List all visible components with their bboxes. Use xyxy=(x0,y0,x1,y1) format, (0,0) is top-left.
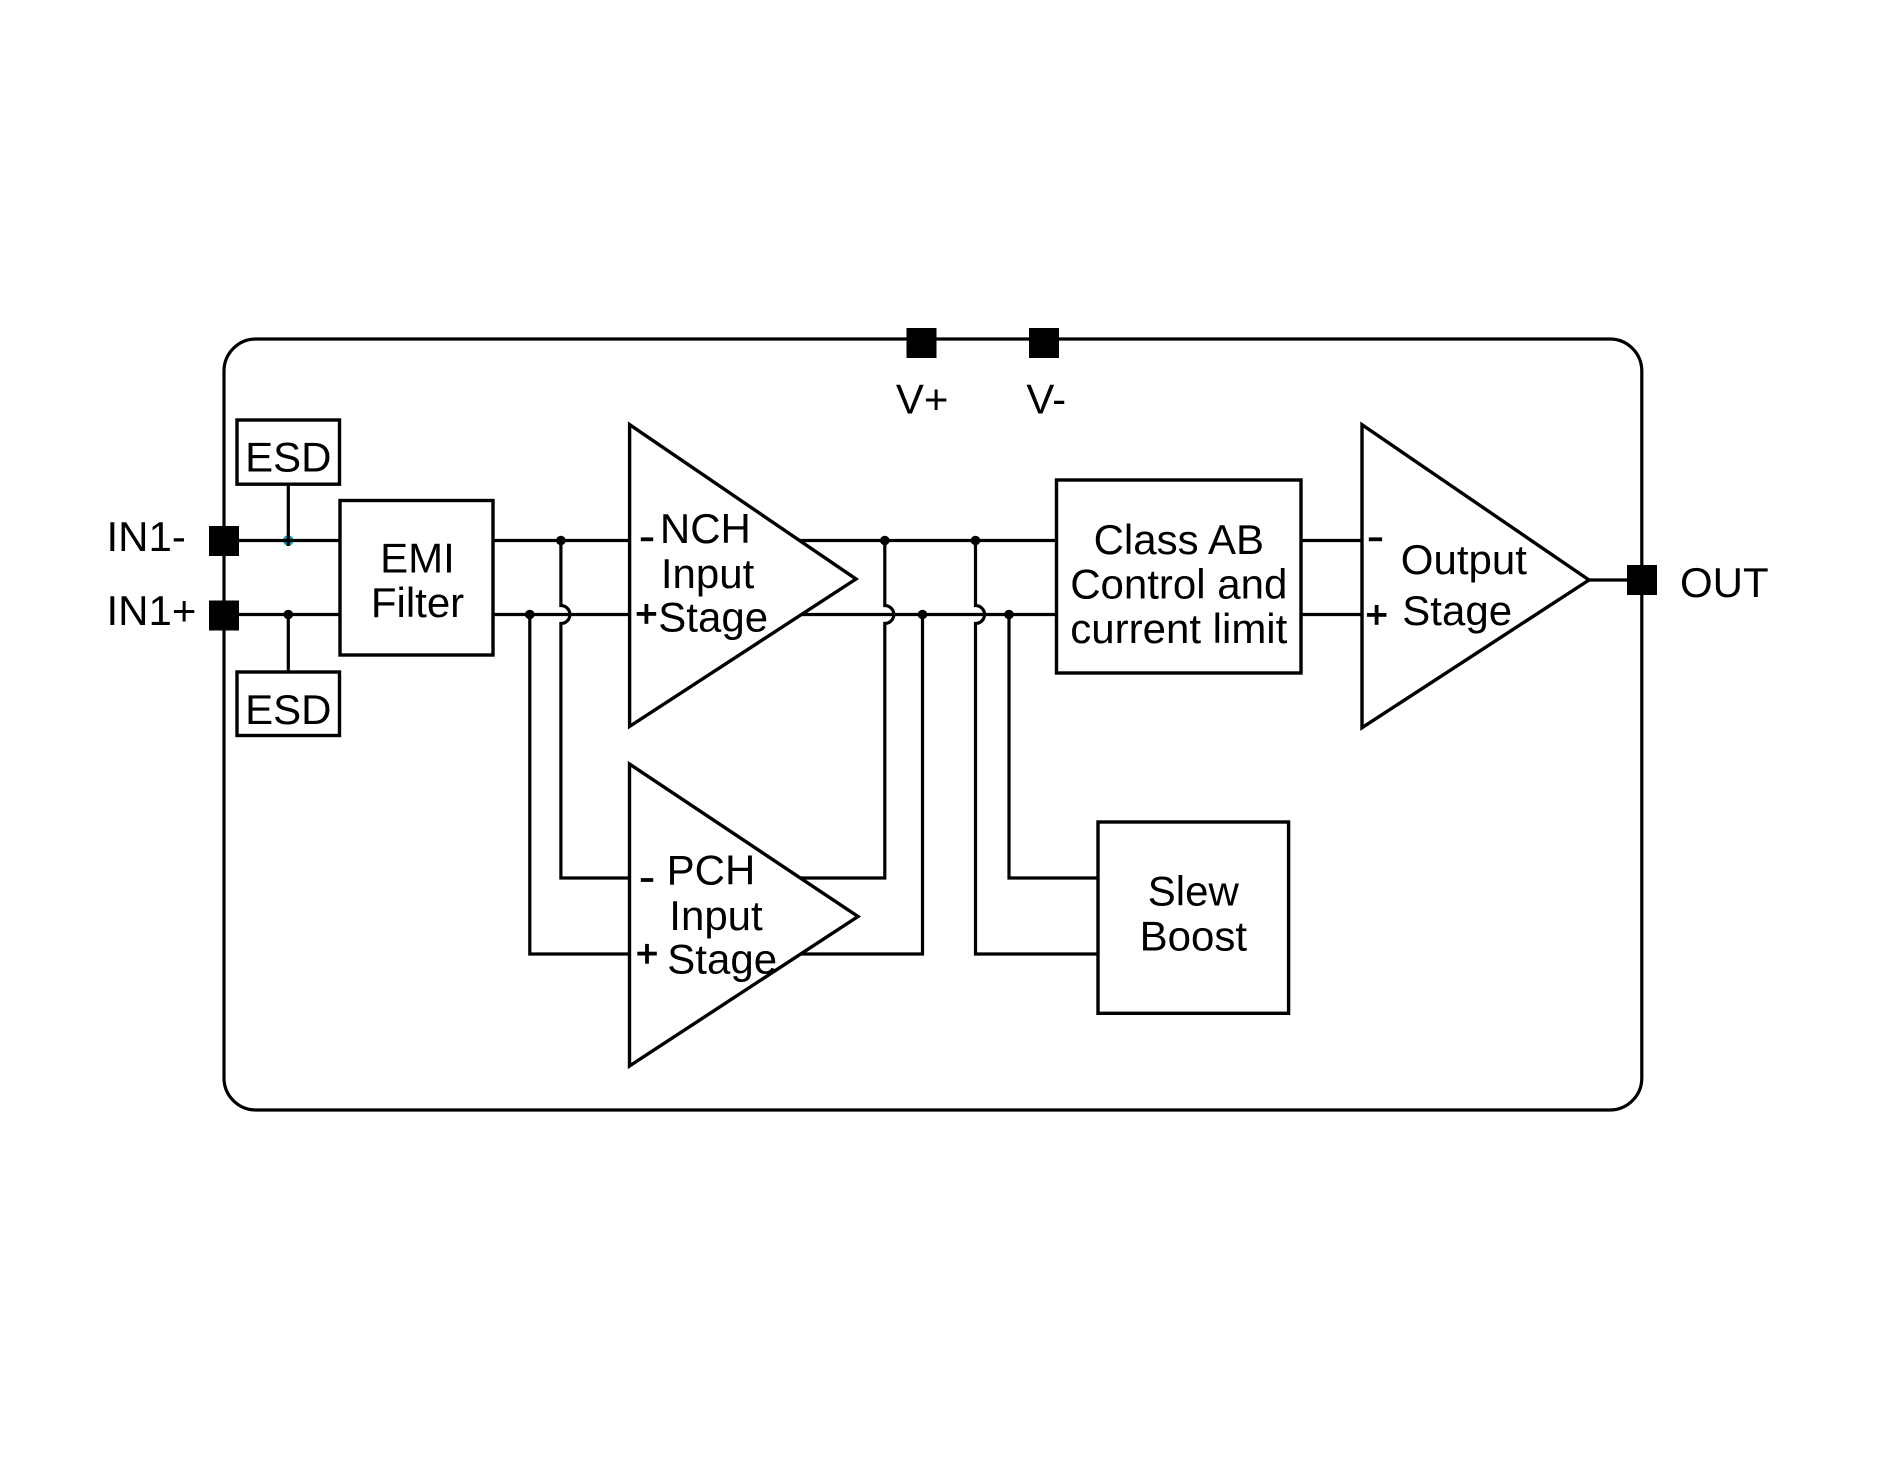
svg-text:Slew: Slew xyxy=(1148,868,1240,915)
svg-text:ESD: ESD xyxy=(245,433,331,480)
svg-text:Control and: Control and xyxy=(1070,561,1287,608)
svg-text:Input: Input xyxy=(661,550,755,597)
svg-text:Input: Input xyxy=(669,892,763,939)
svg-text:PCH: PCH xyxy=(667,846,756,893)
svg-text:Output: Output xyxy=(1401,536,1527,583)
svg-text:OUT: OUT xyxy=(1680,559,1769,606)
svg-text:current limit: current limit xyxy=(1070,605,1287,652)
svg-text:Stage: Stage xyxy=(667,936,777,983)
svg-text:ESD: ESD xyxy=(245,686,331,733)
svg-text:Stage: Stage xyxy=(1402,587,1512,634)
svg-text:IN1+: IN1+ xyxy=(107,587,197,634)
svg-text:IN1-: IN1- xyxy=(107,513,186,560)
svg-text:NCH: NCH xyxy=(660,505,751,552)
svg-text:V+: V+ xyxy=(896,376,949,423)
svg-text:EMI: EMI xyxy=(380,534,455,581)
svg-text:Class AB: Class AB xyxy=(1094,516,1264,563)
svg-text:Stage: Stage xyxy=(658,594,768,641)
svg-text:Filter: Filter xyxy=(371,579,464,626)
svg-text:V-: V- xyxy=(1026,376,1066,423)
svg-text:Boost: Boost xyxy=(1140,912,1248,959)
